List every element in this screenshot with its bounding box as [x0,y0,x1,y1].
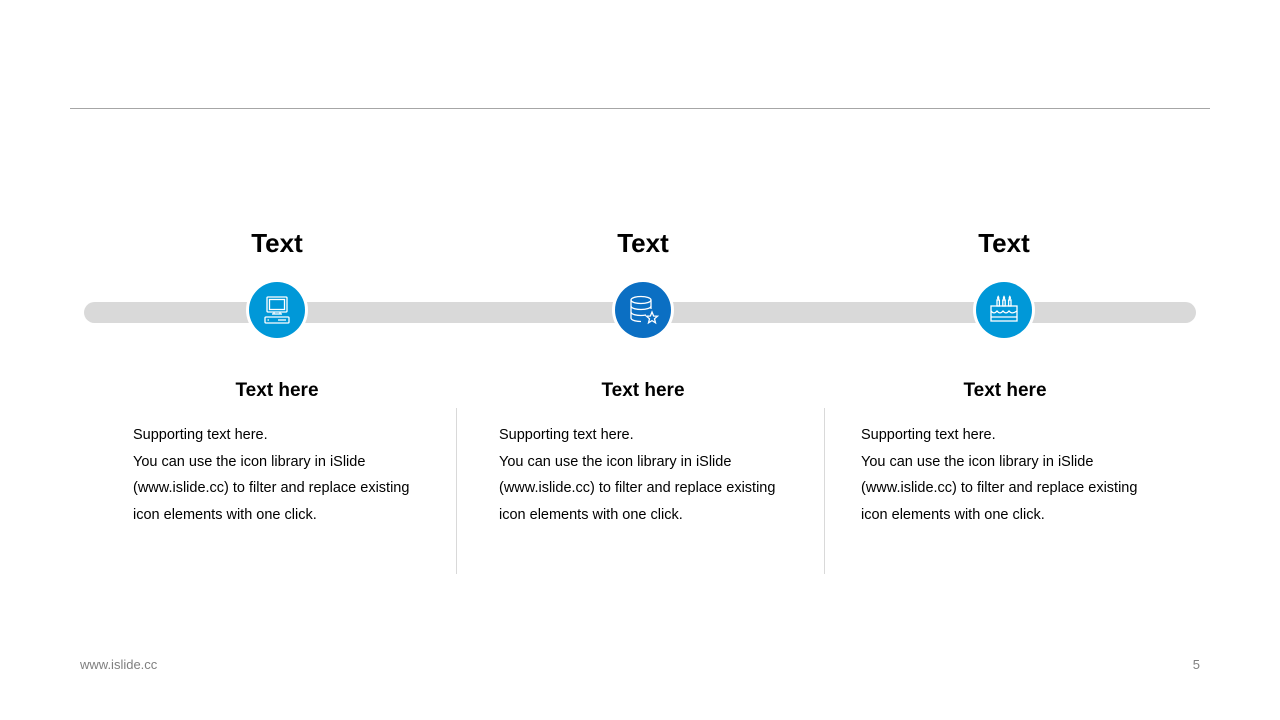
step-2-icon-node [612,279,674,341]
page-number: 5 [1192,657,1200,672]
step-2-body-line: icon elements with one click. [499,506,683,523]
step-1-icon-node [246,279,308,341]
step-1-body-line: (www.islide.cc) to filter and replace ex… [133,480,410,496]
footer-url: www.islide.cc [80,657,158,672]
step-1-title: Text [251,228,303,258]
column-divider [824,408,825,574]
database-star-icon [615,282,671,338]
step-3-body-line: icon elements with one click. [861,506,1045,523]
step-1-body-line: icon elements with one click. [133,506,317,523]
step-3-subtitle: Text here [963,380,1047,401]
step-1-body-line: Supporting text here. [133,427,268,443]
column-divider [456,408,457,574]
step-2-title: Text [617,228,669,258]
step-2-subtitle: Text here [601,380,685,401]
computer-icon [249,282,305,338]
step-2-body-line: Supporting text here. [499,427,634,443]
step-3-body-line: (www.islide.cc) to filter and replace ex… [861,480,1138,496]
step-2-body-line: (www.islide.cc) to filter and replace ex… [499,480,776,496]
step-2-body-line: You can use the icon library in iSlide [499,453,732,470]
top-divider-line [70,108,1210,109]
step-1-subtitle: Text here [235,380,319,401]
step-1-body: Supporting text here. You can use the ic… [133,422,413,528]
step-3-icon-node [973,279,1035,341]
step-3-title: Text [978,228,1030,258]
step-3-body-line: You can use the icon library in iSlide [861,453,1094,470]
birthday-cake-icon [976,282,1032,338]
step-3-body: Supporting text here. You can use the ic… [861,422,1141,528]
step-1-body-line: You can use the icon library in iSlide [133,453,366,470]
step-3-body-line: Supporting text here. [861,427,996,443]
step-2-body: Supporting text here. You can use the ic… [499,422,779,528]
